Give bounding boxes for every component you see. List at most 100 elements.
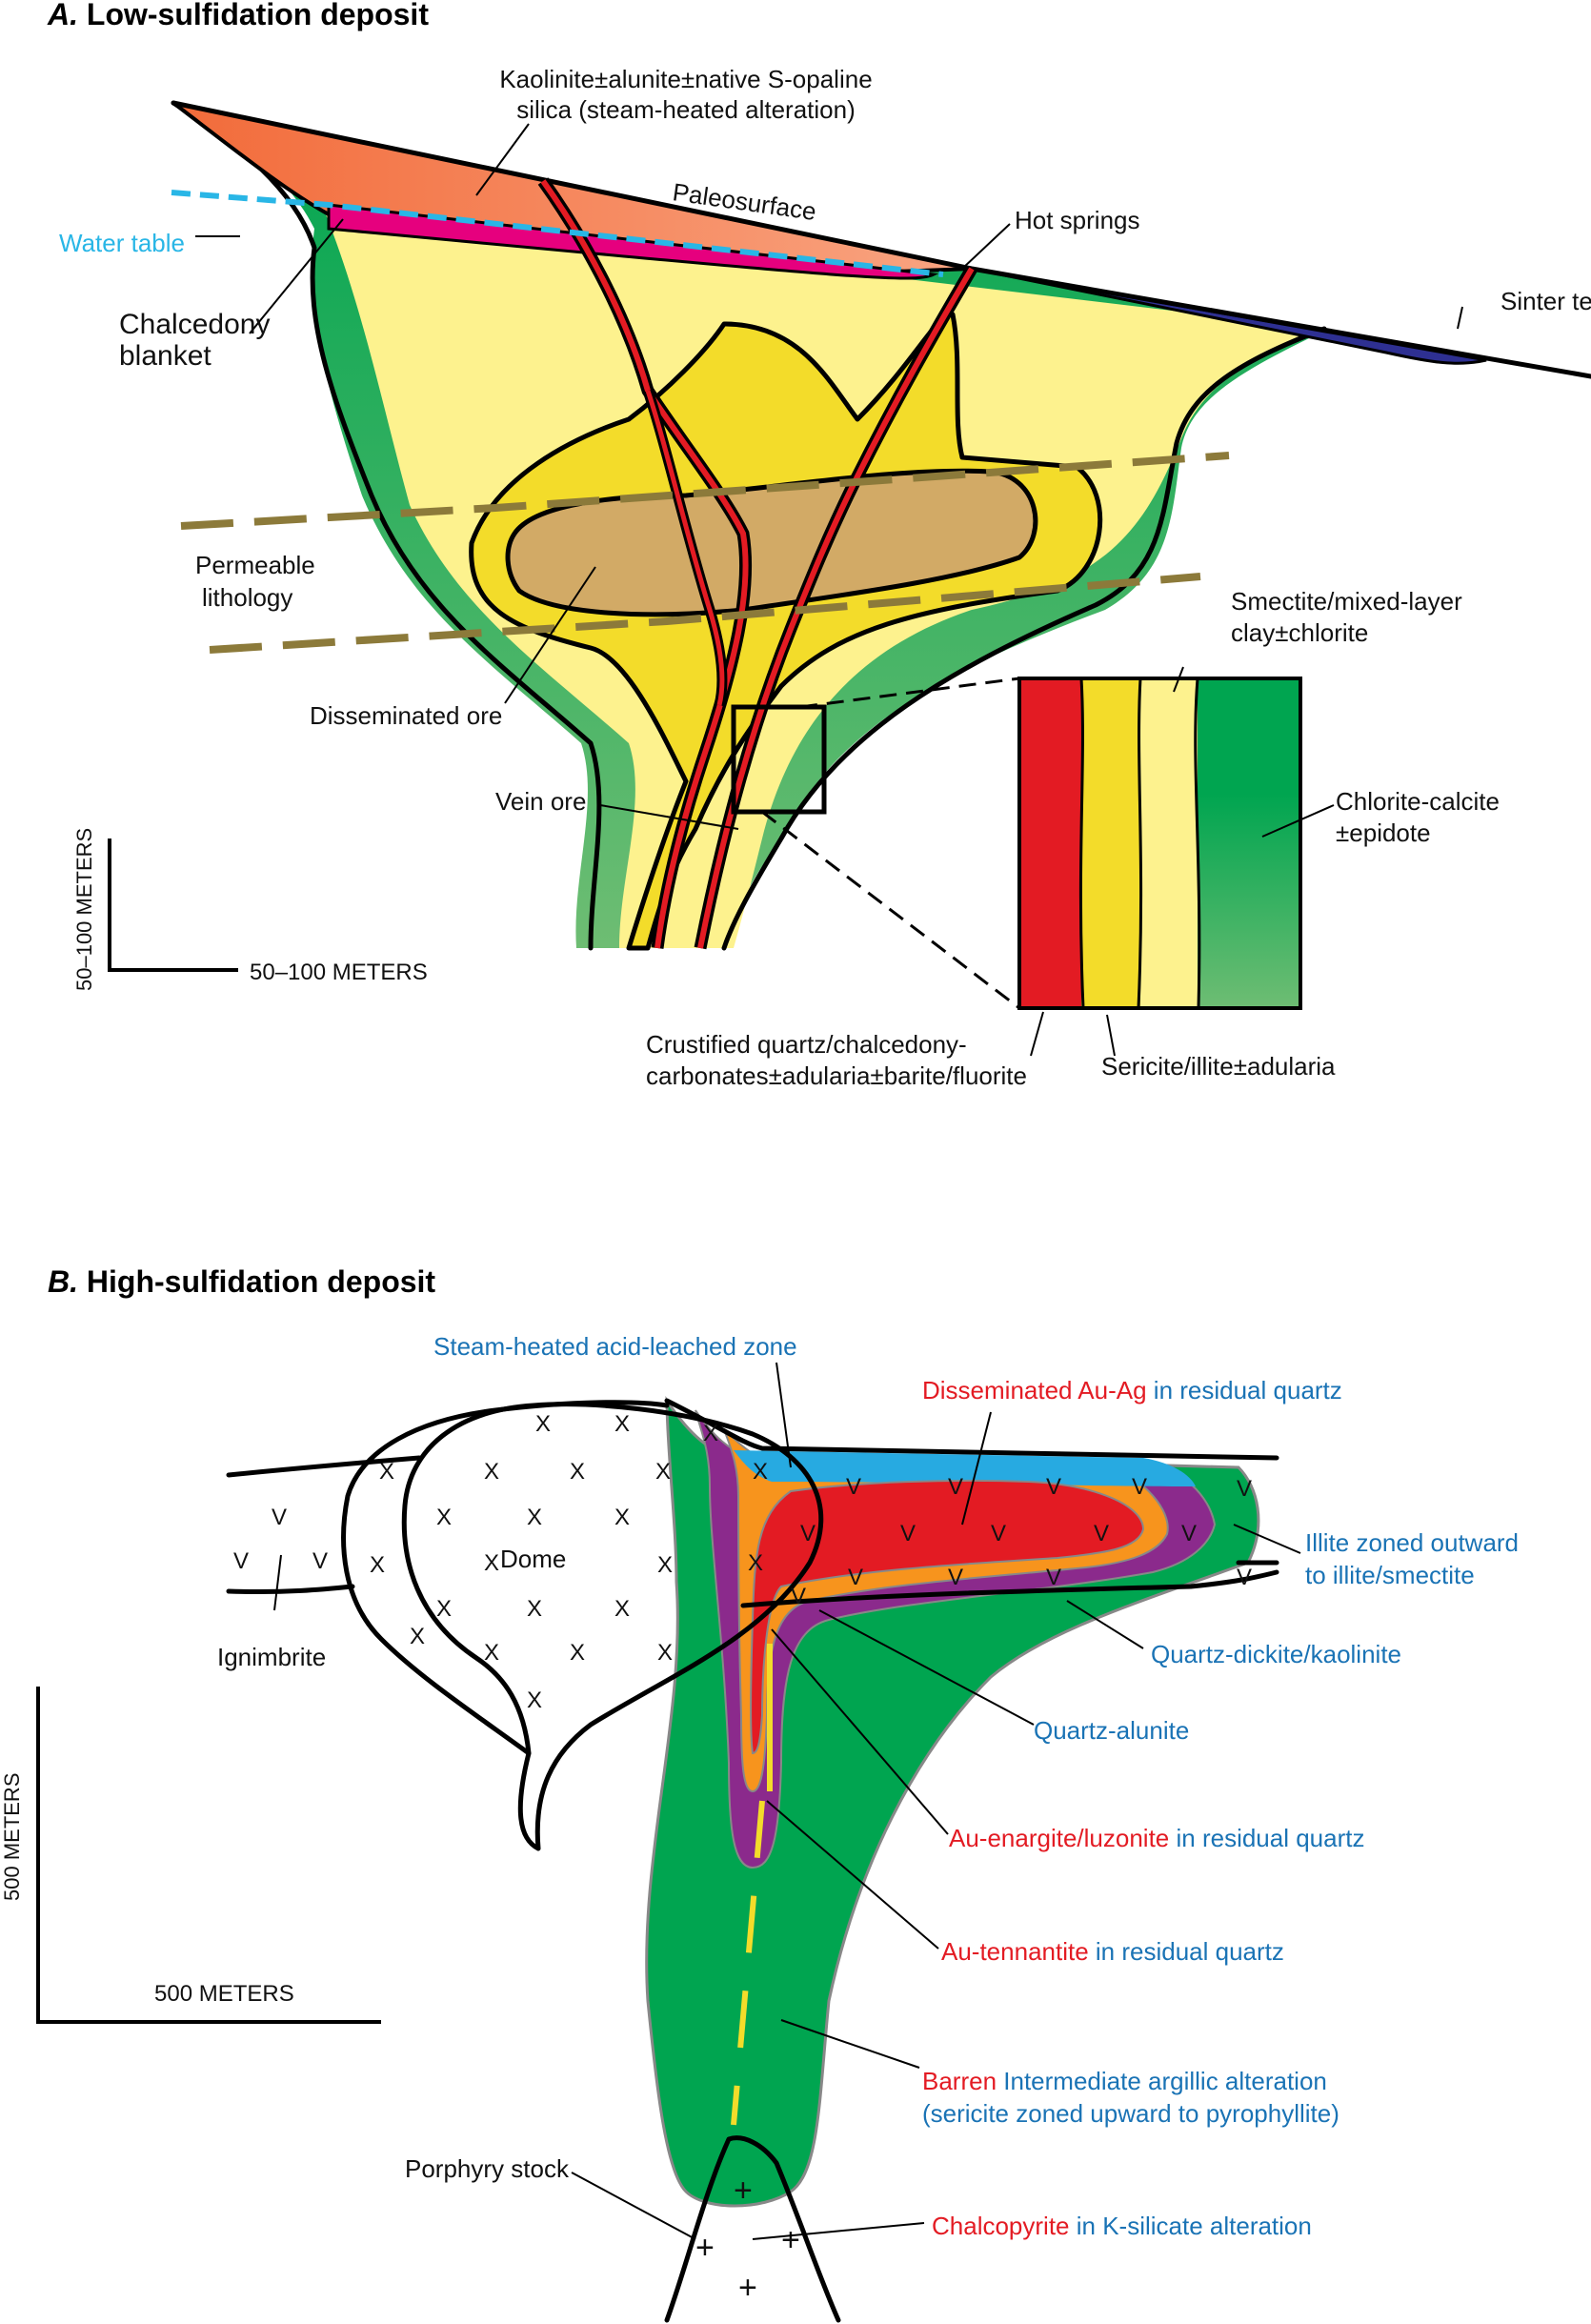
label-hot-springs: Hot springs [1015, 206, 1140, 234]
svg-text:+: + [734, 2172, 753, 2209]
svg-text:X: X [527, 1596, 542, 1622]
svg-text:X: X [484, 1459, 499, 1485]
svg-text:X: X [410, 1624, 425, 1649]
svg-text:X: X [614, 1505, 630, 1530]
label-scale-b-vertical: 500 METERS [0, 1773, 24, 1902]
label-scale-b-horizontal: 500 METERS [154, 1981, 294, 2007]
label-smectite-line1: Smectite/mixed-layer [1231, 587, 1462, 616]
svg-text:X: X [484, 1640, 499, 1666]
svg-text:V: V [1237, 1476, 1252, 1502]
label-au-tennantite: Au-tennantite in residual quartz [941, 1937, 1284, 1966]
label-kaolinite-line2: silica (steam-heated alteration) [516, 95, 856, 124]
permeable-lithology-upper [180, 452, 1230, 530]
label-disseminated-au-ag: Disseminated Au-Ag in residual quartz [922, 1376, 1342, 1405]
disseminated-ore-body [505, 468, 1038, 617]
panel-a-leaders [195, 123, 1463, 1057]
alteration-base-line [740, 1569, 1279, 1608]
svg-text:X: X [570, 1640, 585, 1666]
svg-text:V: V [848, 1565, 863, 1590]
svg-text:X: X [614, 1411, 630, 1437]
svg-text:X: X [655, 1459, 671, 1485]
ground-surface-b [664, 1398, 1279, 1461]
steam-heated-cap [734, 1450, 1196, 1486]
svg-text:V: V [1181, 1521, 1197, 1546]
label-disseminated-ore: Disseminated ore [310, 701, 502, 730]
svg-text:V: V [272, 1505, 287, 1530]
residual-quartz-zone [750, 1479, 1145, 1755]
label-sericite: Sericite/illite±adularia [1101, 1052, 1336, 1081]
svg-text:X: X [535, 1411, 551, 1437]
label-chlorite-line1: Chlorite-calcite [1336, 787, 1500, 816]
label-dome: Dome [500, 1545, 566, 1573]
svg-text:+: + [738, 2270, 757, 2306]
svg-text:X: X [570, 1459, 585, 1485]
label-barren: Barren Intermediate argillic alteration [922, 2067, 1327, 2095]
svg-text:X: X [436, 1596, 452, 1622]
svg-text:V: V [846, 1474, 861, 1500]
ignimbrite-lower-line [226, 1584, 355, 1595]
panel-b: B. High-sulfidation deposit X X [0, 1264, 1519, 2323]
svg-text:X: X [657, 1640, 673, 1666]
inset-lead-top [799, 677, 1020, 709]
svg-text:X: X [527, 1687, 542, 1713]
label-vein-ore: Vein ore [495, 787, 586, 816]
svg-text:V: V [1132, 1474, 1147, 1500]
svg-text:X: X [614, 1596, 630, 1622]
permeable-lithology-lower [209, 573, 1201, 654]
green-inner-outline [171, 100, 602, 951]
svg-text:V: V [1046, 1474, 1061, 1500]
svg-text:V: V [800, 1521, 816, 1546]
panel-a: A. Low-sulfidation deposit [47, 0, 1591, 1090]
veins [537, 177, 977, 950]
svg-text:V: V [791, 1584, 806, 1609]
svg-text:V: V [312, 1548, 328, 1574]
label-smectite-line2: clay±chlorite [1231, 618, 1368, 647]
svg-text:X: X [657, 1552, 673, 1578]
label-chlorite-line2: ±epidote [1336, 818, 1431, 847]
label-chalcopyrite: Chalcopyrite in K-silicate alteration [932, 2212, 1312, 2240]
label-kaolinite-line1: Kaolinite±alunite±native S-opaline [499, 65, 872, 93]
svg-text:X: X [703, 1421, 718, 1446]
label-permeable-line1: Permeable [195, 551, 315, 579]
label-sinter: Sinter te [1500, 287, 1591, 315]
panel-b-title: B. High-sulfidation deposit [48, 1264, 435, 1299]
panel-a-title: A. Low-sulfidation deposit [47, 0, 429, 31]
label-scale-a-vertical: 50–100 METERS [72, 828, 96, 991]
scale-bar-b [36, 1687, 381, 2024]
rock-marks: X X X X X X X X X X X X X X X X X X X X … [233, 1411, 1252, 2306]
green-right-outline [721, 326, 1327, 951]
scale-bar-a [108, 839, 238, 972]
svg-text:V: V [948, 1474, 963, 1500]
water-table-line [171, 190, 944, 277]
label-steam-heated: Steam-heated acid-leached zone [433, 1332, 797, 1361]
svg-text:X: X [436, 1505, 452, 1530]
svg-text:V: V [1094, 1521, 1109, 1546]
svg-text:X: X [753, 1459, 768, 1485]
label-quartz-dickite: Quartz-dickite/kaolinite [1151, 1640, 1401, 1668]
porphyry-stock-outline [664, 2135, 841, 2323]
svg-text:+: + [695, 2230, 715, 2266]
label-porphyry-stock: Porphyry stock [405, 2154, 570, 2183]
label-barren-line2: (sericite zoned upward to pyrophyllite) [922, 2099, 1339, 2128]
svg-text:V: V [1237, 1565, 1252, 1590]
svg-text:X: X [379, 1459, 394, 1485]
label-scale-a-horizontal: 50–100 METERS [250, 960, 428, 985]
au-tennantite-vein-dashed [731, 1800, 765, 2126]
label-water-table: Water table [59, 229, 185, 257]
svg-text:V: V [991, 1521, 1006, 1546]
label-crustified-line1: Crustified quartz/chalcedony- [646, 1030, 967, 1059]
label-crustified-line2: carbonates±adularia±barite/fluorite [646, 1061, 1027, 1090]
label-chalcedony-line1: Chalcedony [119, 309, 270, 340]
label-illite-line1: Illite zoned outward [1305, 1528, 1519, 1557]
svg-text:X: X [370, 1552, 385, 1578]
panel-b-leaders [273, 1362, 1301, 2240]
svg-text:V: V [948, 1565, 963, 1590]
label-ignimbrite: Ignimbrite [217, 1643, 326, 1671]
label-chalcedony-line2: blanket [119, 340, 211, 372]
inset-locator-box [731, 704, 827, 815]
label-illite-line2: to illite/smectite [1305, 1561, 1475, 1589]
inset-lead-bottom [761, 810, 1020, 1010]
svg-text:X: X [527, 1505, 542, 1530]
inset-banding [1017, 677, 1302, 1010]
